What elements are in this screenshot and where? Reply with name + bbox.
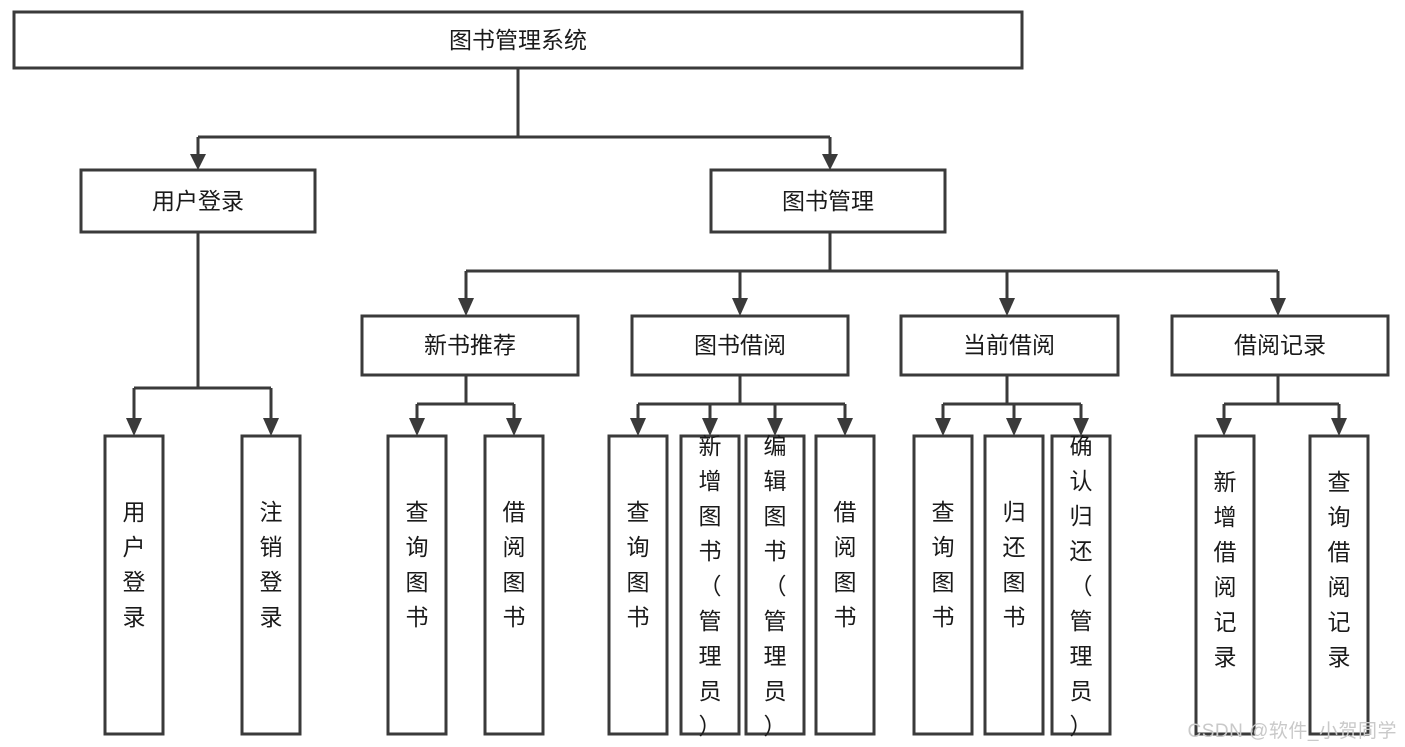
arrow-head-leaf-logout-login	[263, 418, 279, 436]
node-leaf-query-book-2[interactable]: 查询图书	[607, 434, 669, 736]
node-leaf-borrow-book-2-box[interactable]	[814, 434, 876, 736]
node-leaf-query-book-1[interactable]: 查询图书	[386, 434, 448, 736]
node-leaf-query-book-3-box[interactable]	[912, 434, 974, 736]
arrow-head-new-book-recommend	[458, 298, 474, 316]
node-leaf-query-book-2-label: 查询图书	[627, 499, 650, 630]
node-leaf-add-record-label: 新增借阅记录	[1214, 469, 1237, 670]
connector-group	[126, 68, 1347, 436]
node-leaf-logout-login-box[interactable]	[240, 434, 302, 736]
node-book-borrow-label: 图书借阅	[694, 332, 786, 358]
arrow-head-leaf-query-book-3	[935, 418, 951, 436]
node-root[interactable]: 图书管理系统	[12, 10, 1024, 70]
node-leaf-query-record[interactable]: 查询借阅记录	[1308, 434, 1370, 736]
node-leaf-borrow-book-1-box[interactable]	[483, 434, 545, 736]
arrow-head-leaf-query-book-1	[409, 418, 425, 436]
node-leaf-add-record[interactable]: 新增借阅记录	[1194, 434, 1256, 736]
node-leaf-user-login[interactable]: 用户登录	[103, 434, 165, 736]
node-leaf-confirm-return[interactable]: 确认归还（管理员）	[1050, 433, 1112, 739]
node-leaf-add-record-box[interactable]	[1194, 434, 1256, 736]
arrow-head-leaf-edit-book	[767, 418, 783, 436]
node-leaf-query-book-3[interactable]: 查询图书	[912, 434, 974, 736]
arrow-head-leaf-borrow-book-2	[837, 418, 853, 436]
node-borrow-record[interactable]: 借阅记录	[1170, 314, 1390, 377]
node-leaf-query-book-2-box[interactable]	[607, 434, 669, 736]
node-leaf-return-book-label: 归还图书	[1003, 499, 1026, 630]
node-current-borrow-label: 当前借阅	[963, 332, 1055, 358]
node-leaf-query-record-label: 查询借阅记录	[1328, 469, 1351, 670]
node-leaf-add-book-box[interactable]	[679, 434, 741, 736]
node-leaf-query-book-1-box[interactable]	[386, 434, 448, 736]
arrow-head-book-manage	[822, 154, 838, 170]
arrow-head-book-borrow	[732, 298, 748, 316]
node-leaf-logout-login[interactable]: 注销登录	[240, 434, 302, 736]
node-current-borrow-box[interactable]	[899, 314, 1120, 377]
node-leaf-query-book-1-label: 查询图书	[406, 499, 429, 630]
node-leaf-edit-book[interactable]: 编辑图书（管理员）	[744, 433, 806, 739]
node-leaf-edit-book-box[interactable]	[744, 434, 806, 736]
arrow-head-current-borrow	[999, 298, 1015, 316]
node-leaf-confirm-return-box[interactable]	[1050, 434, 1112, 736]
node-leaf-add-book-label: 新增图书（管理员）	[699, 433, 722, 739]
node-root-box[interactable]	[12, 10, 1024, 70]
arrow-head-leaf-user-login	[126, 418, 142, 436]
node-borrow-record-box[interactable]	[1170, 314, 1390, 377]
node-current-borrow[interactable]: 当前借阅	[899, 314, 1120, 377]
node-leaf-borrow-book-1-label: 借阅图书	[503, 499, 526, 630]
node-new-book-recommend[interactable]: 新书推荐	[360, 314, 580, 377]
node-book-borrow[interactable]: 图书借阅	[630, 314, 850, 377]
node-leaf-borrow-book-2-label: 借阅图书	[834, 499, 857, 630]
node-leaf-query-record-box[interactable]	[1308, 434, 1370, 736]
node-borrow-record-label: 借阅记录	[1234, 332, 1326, 358]
node-new-book-recommend-box[interactable]	[360, 314, 580, 377]
node-leaf-query-book-3-label: 查询图书	[932, 499, 955, 630]
node-book-manage[interactable]: 图书管理	[709, 168, 947, 234]
node-leaf-user-login-label: 用户登录	[123, 499, 146, 630]
arrow-head-leaf-confirm-return	[1073, 418, 1089, 436]
node-root-label: 图书管理系统	[449, 27, 587, 53]
csdn-watermark: CSDN @软件_小贺同学	[1187, 721, 1397, 742]
node-book-manage-label: 图书管理	[782, 188, 874, 214]
arrow-head-leaf-add-book	[702, 418, 718, 436]
node-leaf-edit-book-label: 编辑图书（管理员）	[764, 433, 787, 739]
node-book-borrow-box[interactable]	[630, 314, 850, 377]
arrow-head-borrow-record	[1270, 298, 1286, 316]
node-leaf-confirm-return-label: 确认归还（管理员）	[1070, 433, 1093, 739]
arrow-head-leaf-query-record	[1331, 418, 1347, 436]
node-leaf-user-login-box[interactable]	[103, 434, 165, 736]
arrow-head-user-login	[190, 154, 206, 170]
node-leaf-borrow-book-2[interactable]: 借阅图书	[814, 434, 876, 736]
node-leaf-add-book[interactable]: 新增图书（管理员）	[679, 433, 741, 739]
node-user-login-label: 用户登录	[152, 188, 244, 214]
node-book-manage-box[interactable]	[709, 168, 947, 234]
node-leaf-borrow-book-1[interactable]: 借阅图书	[483, 434, 545, 736]
arrow-head-leaf-query-book-2	[630, 418, 646, 436]
node-leaf-return-book-box[interactable]	[983, 434, 1045, 736]
arrow-head-leaf-add-record	[1216, 418, 1232, 436]
arrow-head-leaf-borrow-book-1	[506, 418, 522, 436]
node-user-login-box[interactable]	[79, 168, 317, 234]
node-leaf-logout-login-label: 注销登录	[260, 499, 283, 630]
node-user-login[interactable]: 用户登录	[79, 168, 317, 234]
arrow-head-leaf-return-book	[1006, 418, 1022, 436]
node-new-book-recommend-label: 新书推荐	[424, 332, 516, 358]
node-leaf-return-book[interactable]: 归还图书	[983, 434, 1045, 736]
